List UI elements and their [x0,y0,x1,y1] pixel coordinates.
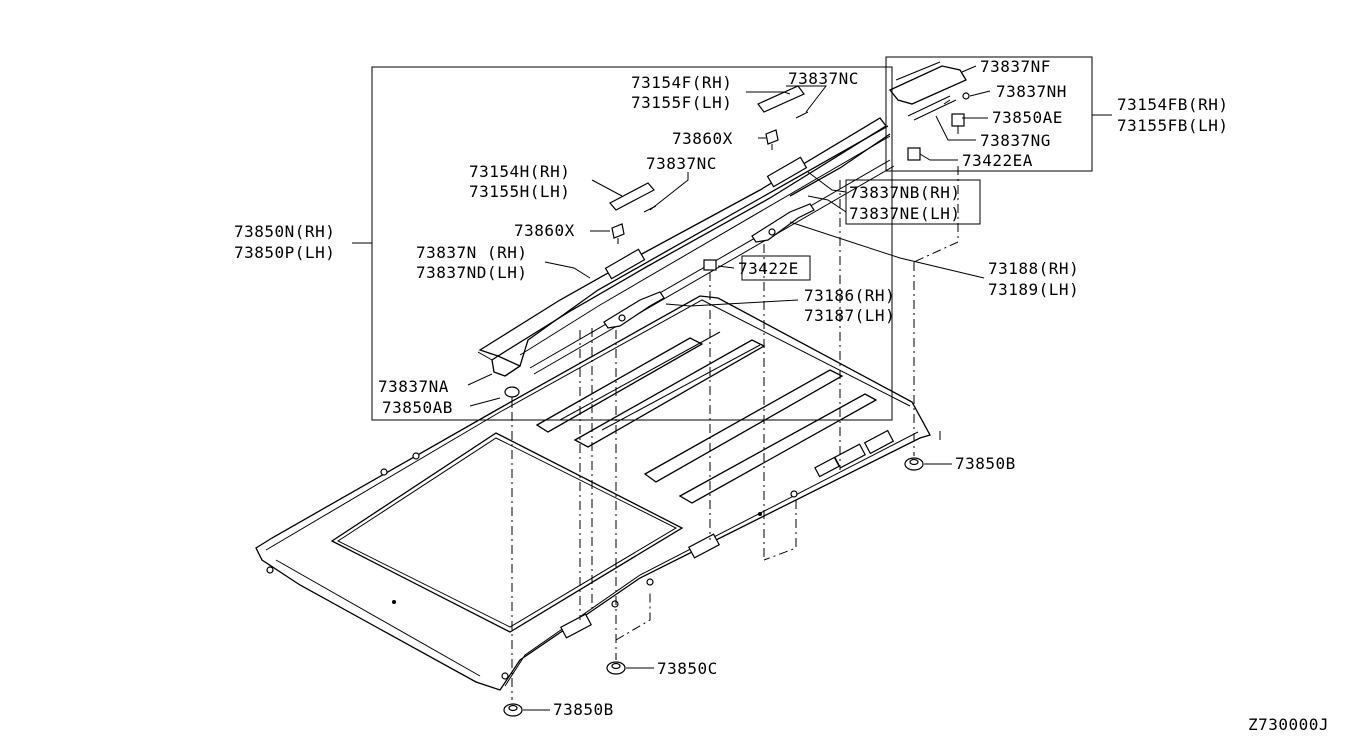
rail-cover-73154h [609,182,657,213]
label-73860x-upper: 73860X [672,129,733,148]
nut-73850b-right [904,457,924,471]
label-73154h: 73154H(RH) [469,162,570,181]
label-73850ae: 73850AE [992,108,1063,127]
label-73850p: 73850P(LH) [234,243,335,262]
label-73837nd: 73837ND(LH) [416,263,527,282]
label-73155h: 73155H(LH) [469,182,570,201]
dashed-mounting-lines [511,166,959,700]
label-73850ab: 73850AB [382,398,453,417]
label-73837n: 73837N (RH) [416,243,527,262]
label-73155fb: 73155FB(LH) [1117,116,1228,135]
nut-73850ab [504,386,520,408]
label-73850n: 73850N(RH) [234,222,335,241]
bracket-73186 [603,291,665,329]
rail-cover-73154f [757,85,809,119]
left-roof-rail [477,117,895,377]
label-73154f: 73154F(RH) [631,73,732,92]
leader-lines [352,65,1112,711]
label-73155f: 73155F(LH) [631,93,732,112]
label-73850b-bottom: 73850B [553,700,614,719]
label-73837nf: 73837NF [980,57,1051,76]
label-73837nb: 73837NB(RH) [849,183,960,202]
nut-73850b-bottom [503,703,523,717]
label-73187: 73187(LH) [804,306,895,325]
label-73422e: 73422E [738,259,799,278]
clip-73860x-upper [765,129,779,150]
label-73837na: 73837NA [378,377,449,396]
rear-rail-end-parts [888,61,970,161]
label-73850b-right: 73850B [955,454,1016,473]
label-73186: 73186(RH) [804,286,895,305]
label-box-73837nb [845,179,981,225]
label-73154fb: 73154FB(RH) [1117,95,1228,114]
label-73837ne: 73837NE(LH) [849,204,960,223]
label-73188: 73188(RH) [988,259,1079,278]
rear-group-frame [885,56,1093,172]
label-73837ng: 73837NG [980,131,1051,150]
roof-panel [255,295,931,691]
bracket-73188 [751,203,815,243]
label-73837nc-upper: 73837NC [788,69,859,88]
label-73837nh: 73837NH [996,82,1067,101]
clip-73860x-lower [611,223,625,244]
label-73860x-lower: 73860X [514,221,575,240]
label-73837nc-lower: 73837NC [646,154,717,173]
label-box-73422e [741,255,811,281]
part-labels: 73154F(RH) 73155F(LH) 73837NC 73860X 731… [234,57,1329,734]
label-73850c: 73850C [657,659,718,678]
label-73422ea: 73422EA [962,151,1033,170]
label-73189: 73189(LH) [988,280,1079,299]
nut-73850c [606,661,626,675]
clip-73422e [703,259,717,271]
diagram-code: Z730000J [1248,715,1329,734]
